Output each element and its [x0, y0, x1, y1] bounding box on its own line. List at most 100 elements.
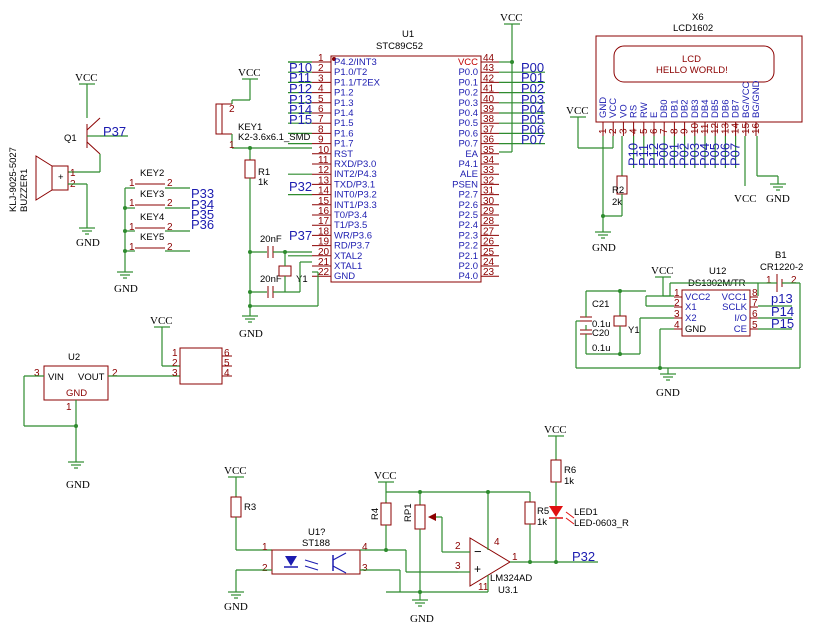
u1-pin-name: P2.3	[458, 230, 478, 241]
u1-pin-name: P1.2	[334, 88, 354, 99]
lcd-pin-name: RS	[629, 105, 640, 118]
u1-pin-name: P2.6	[458, 200, 478, 211]
u1-pin-number: 40	[483, 94, 495, 105]
rp1-potentiometer[interactable]	[414, 504, 426, 530]
u1-pin-number: 43	[483, 63, 495, 74]
net-p13: P13	[289, 92, 312, 107]
svg-text:5: 5	[224, 358, 230, 369]
net-p01: P01	[521, 70, 544, 85]
lcd-module[interactable]: X6 LCD1602 LCD HELLO WORLD! 1GND2VCC3VO4…	[595, 12, 803, 136]
key3-net: P34	[191, 197, 214, 212]
svg-text:GND: GND	[656, 387, 680, 399]
lcd-pin-name: DB1	[669, 100, 680, 118]
svg-text:2: 2	[262, 563, 268, 574]
y1-crystal	[278, 265, 292, 277]
led1-diode	[549, 506, 563, 517]
rtc-pin-number: 4	[674, 320, 680, 331]
lcd-pin-name: DB5	[710, 100, 721, 118]
lcd-pin-name: DB3	[690, 100, 701, 118]
opamp-part: LM324AD	[490, 573, 532, 584]
key1-switch[interactable]	[215, 103, 223, 135]
u1-pin-name: RST	[334, 149, 353, 160]
r4-ref: R4	[370, 508, 381, 520]
lcd-pin-name: RW	[639, 102, 650, 118]
svg-text:VCC: VCC	[734, 193, 757, 205]
lcd-net-label: P03	[687, 143, 702, 166]
key2[interactable]: KEY2 1 2 P33	[125, 168, 214, 201]
u1-pin-name: P0.1	[458, 77, 478, 88]
u1-pin-number: 14	[318, 186, 330, 197]
svg-text:VCC: VCC	[374, 470, 397, 482]
key4[interactable]: KEY4 1 2 P35	[125, 207, 214, 233]
u1-pin-number: 41	[483, 84, 495, 95]
eeprom-chip[interactable]	[179, 347, 223, 385]
opamp-unit: U3.1	[498, 585, 518, 596]
key3[interactable]: KEY3 1 2 P34	[125, 189, 214, 212]
svg-text:4: 4	[224, 368, 230, 379]
svg-text:1: 1	[129, 242, 135, 253]
lcd-pin-name: BG/GND	[751, 80, 762, 118]
svg-text:2: 2	[791, 275, 797, 286]
u1-pin-number: 10	[318, 145, 330, 156]
svg-text:1: 1	[129, 222, 135, 233]
lcd-net-label: P00	[656, 143, 671, 166]
u1-pin-number: 9	[318, 135, 324, 146]
u1-pin-name: P2.2	[458, 241, 478, 252]
u1-pin-name: P2.1	[458, 251, 478, 262]
u1-pin-name: P2.5	[458, 210, 478, 221]
svg-text:VIN: VIN	[48, 372, 64, 383]
u1-pin-name: INT0/P3.2	[334, 190, 377, 201]
r5-ref: R5	[537, 506, 549, 517]
r4-resistor	[380, 502, 392, 526]
u1-pin-number: 6	[318, 104, 324, 115]
sensor-circuit: VCC R3 U1? ST188 1 2 4 3 GND VCC R4	[224, 424, 629, 625]
svg-text:GND: GND	[592, 242, 616, 254]
u1-pin-number: 7	[318, 114, 324, 125]
lm324-opamp[interactable]	[469, 537, 511, 587]
u1-pin-number: 1	[318, 53, 324, 64]
batt-part: CR1220-2	[760, 262, 803, 273]
u1-pin-name: XTAL2	[334, 251, 362, 262]
key1-part: K2-3.6x6.1_SMD	[238, 132, 310, 143]
u1-pin-number: 34	[483, 155, 495, 166]
rtc-pin-name: CE	[734, 324, 747, 335]
u1-pin-name: P1.6	[334, 128, 354, 139]
net-p05: P05	[521, 112, 544, 127]
u1-pin-number: 26	[483, 237, 495, 248]
svg-text:2: 2	[229, 104, 235, 115]
lcd-pin-number: 10	[690, 122, 701, 134]
c-lower-val: 20nF	[260, 274, 282, 285]
buzzer-circuit: VCC Q1 P37 + 1 2 GND KLJ-9025-5027 BUZZE…	[8, 72, 128, 249]
rtc-net-p13: p13	[771, 291, 793, 306]
lcd-pin-number: 3	[618, 128, 629, 134]
st188-sensor[interactable]	[271, 549, 361, 575]
svg-text:+: +	[474, 562, 481, 576]
u1-pin-number: 21	[318, 257, 330, 268]
u1-pin-name: P0.2	[458, 88, 478, 99]
u1-pin-name: P4.1	[458, 159, 478, 170]
u1-pin-number: 13	[318, 175, 330, 186]
svg-text:2: 2	[455, 541, 461, 552]
u1-left-net-labels: P10 P11 P12 P13 P14 P15 P32 P37	[288, 60, 312, 243]
lcd-pin-number: 8	[669, 128, 680, 134]
rtc-pin-name: I/O	[734, 313, 747, 324]
svg-text:1: 1	[66, 402, 72, 413]
svg-text:2: 2	[167, 198, 173, 209]
svg-text:GND: GND	[114, 283, 138, 295]
buzzer-part: KLJ-9025-5027	[8, 147, 19, 212]
svg-text:KEY3: KEY3	[140, 189, 164, 200]
u1-pin-number: 4	[318, 84, 324, 95]
net-p00: P00	[521, 60, 544, 75]
u1-pin-number: 19	[318, 237, 330, 248]
lcd-pin-number: 4	[629, 128, 640, 134]
u1-pin-name: TXD/P3.1	[334, 179, 375, 190]
lcd-net-label: P06	[717, 143, 732, 166]
c21-ref: C21	[592, 299, 609, 310]
u1-pin-name: P1.0/T2	[334, 67, 367, 78]
lcd-net-label: P05	[707, 143, 722, 166]
svg-text:GND: GND	[76, 237, 100, 249]
r5-resistor	[524, 501, 536, 525]
lcd-pin-name: VCC	[608, 98, 619, 118]
